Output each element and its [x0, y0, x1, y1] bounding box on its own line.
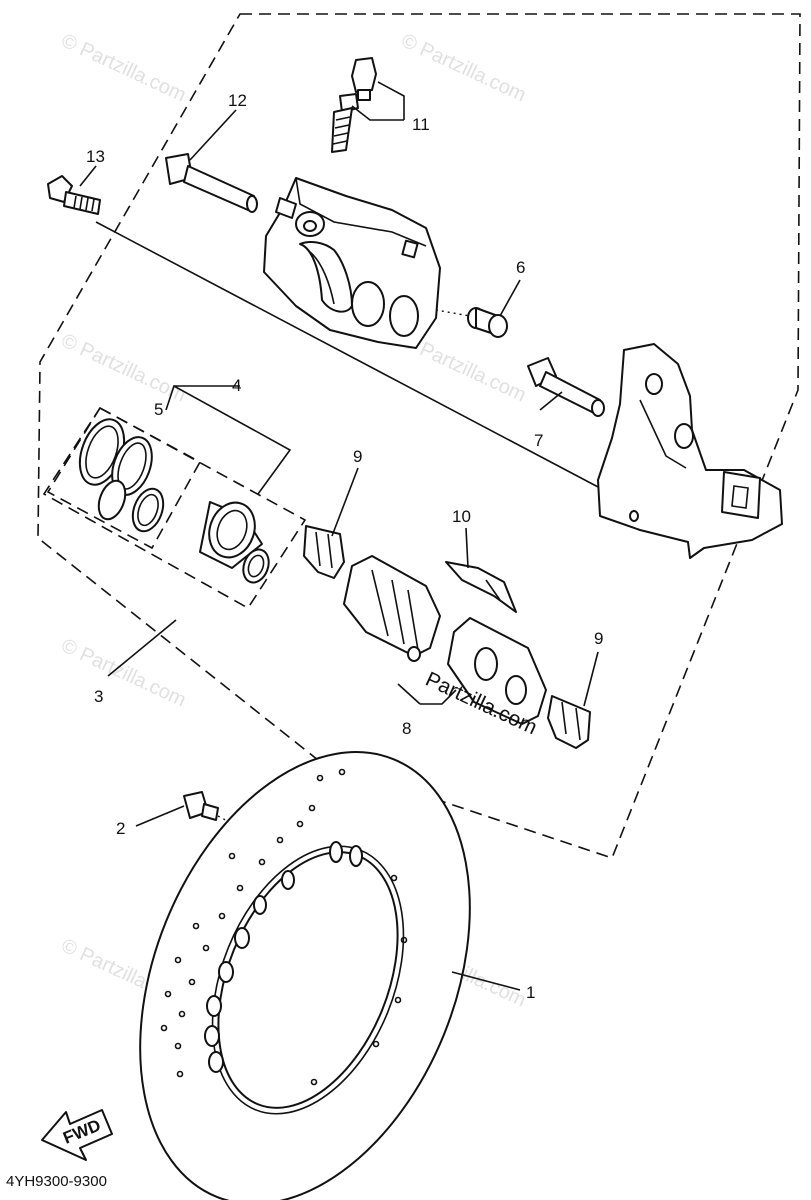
caliper-bracket: [597, 343, 783, 559]
bolt-13: [47, 175, 101, 215]
callout-8: 8: [402, 719, 411, 738]
callout-9-right: 9: [594, 629, 603, 648]
brake-disc-1: [139, 751, 471, 1200]
sleeve-6: [467, 307, 508, 338]
callout-5: 5: [154, 400, 163, 419]
watermark: © Partzilla.com: [58, 30, 189, 107]
slide-pin-12: [165, 153, 258, 213]
forward-arrow-icon: FWD: [41, 1109, 113, 1161]
callout-11: 11: [412, 115, 430, 134]
pad-spring-10: [445, 561, 517, 613]
callout-7: 7: [534, 431, 543, 450]
watermark: © Partzilla.com: [58, 330, 189, 407]
brake-pad-set-8: [343, 555, 547, 725]
callout-1: 1: [526, 983, 535, 1002]
callout-6: 6: [516, 258, 525, 277]
watermark: © Partzilla.com: [58, 635, 189, 712]
piston-4: [199, 501, 270, 584]
callout-9-left: 9: [353, 447, 362, 466]
diagram-code: 4YH9300-9300: [6, 1173, 107, 1190]
piston-seal-set-5: [78, 418, 165, 533]
bleed-screw-set-11: [331, 57, 377, 153]
callout-2: 2: [116, 819, 125, 838]
callouts: 1 2 3 4 5 6 7 8 9 9 10 11 12 13: [86, 91, 603, 1002]
watermark: © Partzilla.com: [398, 30, 529, 107]
callout-13: 13: [86, 147, 105, 166]
leader-lines: [79, 81, 599, 991]
assembly-boundary: [37, 13, 801, 859]
callout-12: 12: [228, 91, 247, 110]
assembly-axis: [95, 221, 601, 489]
seal-kit-boundary: [46, 406, 202, 550]
disc-bolt-2: [183, 791, 219, 821]
disc-holes: [160, 768, 408, 1086]
pad-clip-9-left: [303, 525, 345, 579]
caliper-body: [263, 177, 441, 349]
caliper-parts-boundary: [42, 406, 307, 610]
pad-clip-9-right: [547, 695, 591, 749]
slide-pin-7: [527, 357, 605, 417]
callout-3: 3: [94, 687, 103, 706]
callout-4: 4: [232, 376, 241, 395]
callout-10: 10: [452, 507, 471, 526]
